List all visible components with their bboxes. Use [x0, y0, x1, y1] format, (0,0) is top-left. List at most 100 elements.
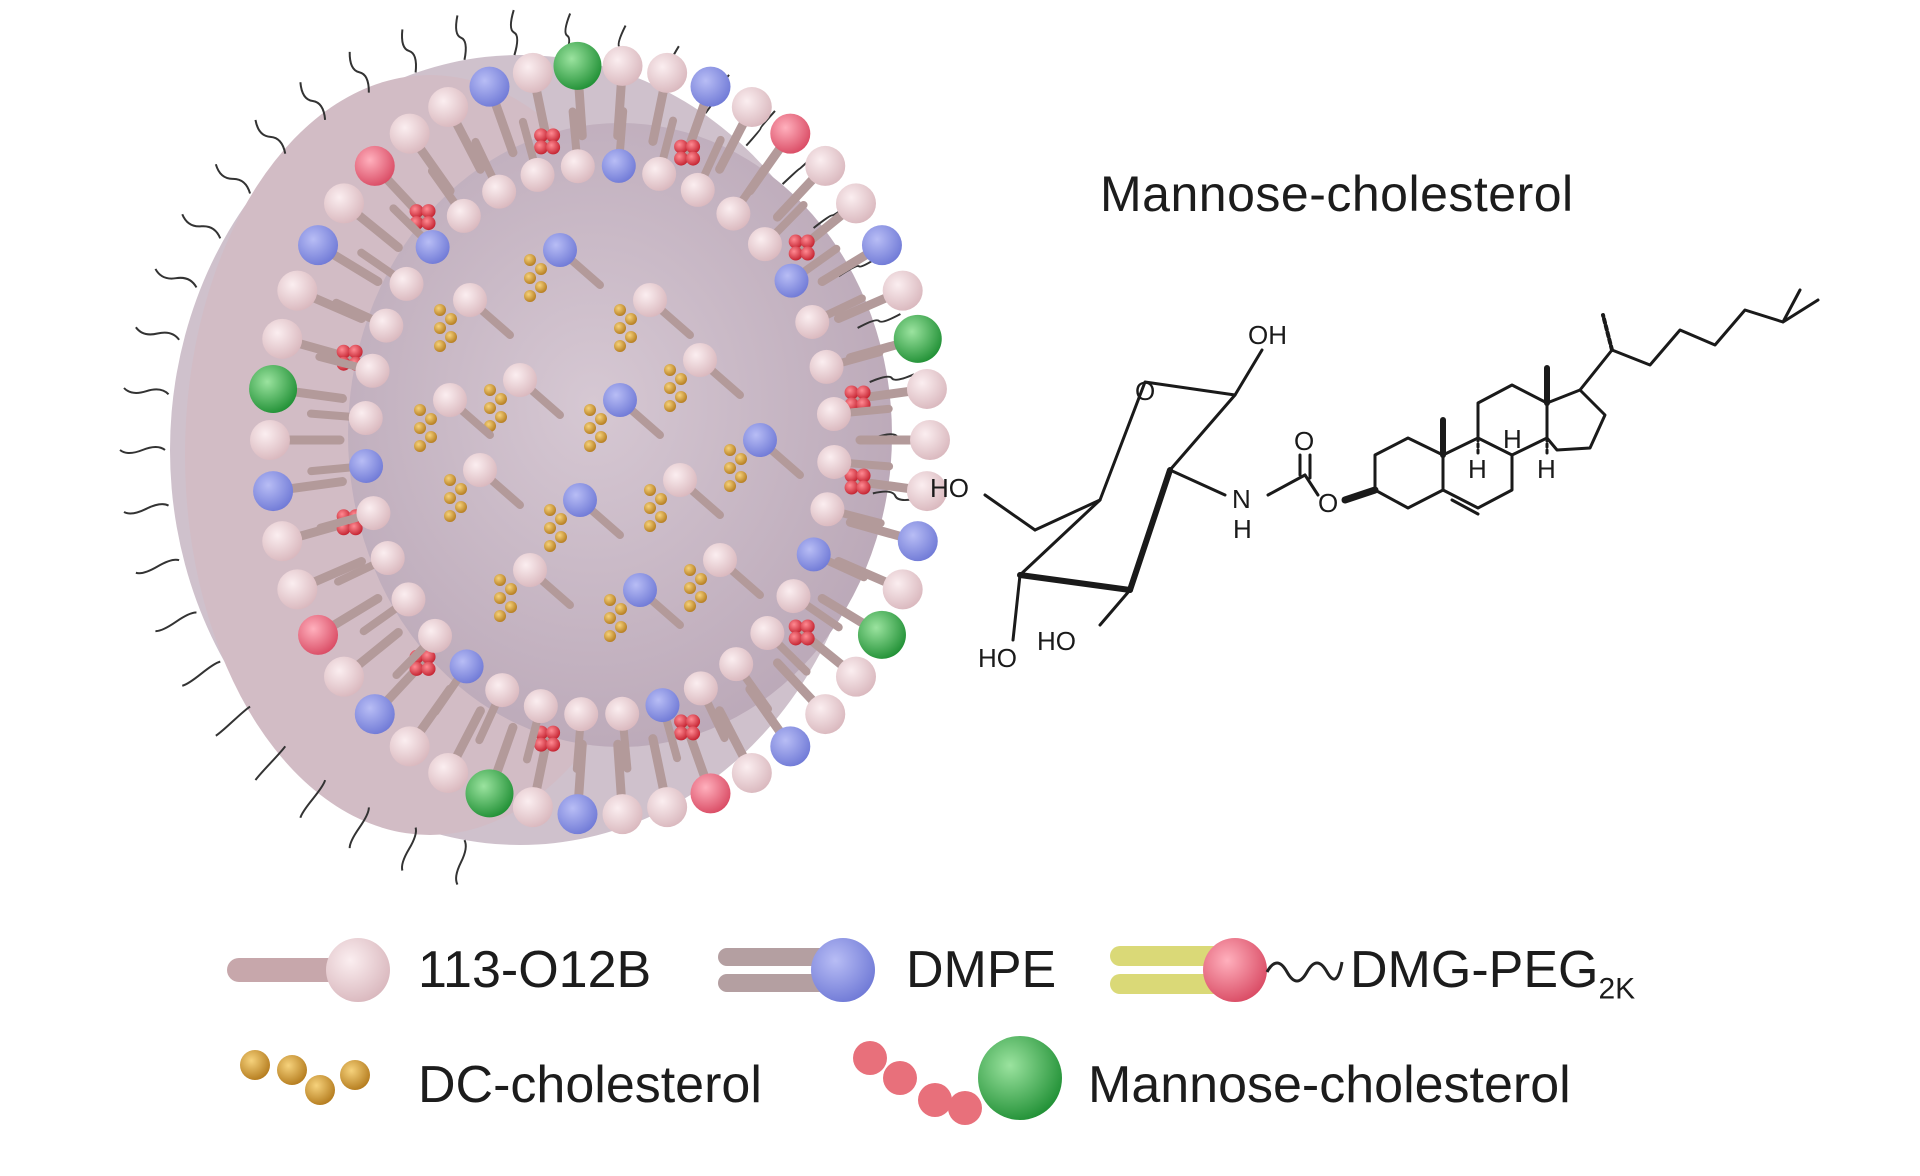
steroid-ring-d [1545, 388, 1607, 452]
lipid-head [469, 66, 510, 107]
dc-cholesterol-icon [240, 1050, 370, 1105]
lipid-head [642, 156, 677, 191]
lipid-head [805, 145, 846, 186]
mannose-bead [856, 385, 871, 400]
lipid-head [428, 87, 469, 128]
dc-cholesterol-bead [535, 281, 547, 293]
dc-cholesterol-bead [614, 322, 626, 334]
lipid-head [750, 616, 785, 651]
mannose-bead [409, 661, 424, 676]
lipid-head [897, 521, 938, 562]
dc-cholesterol-bead [444, 492, 456, 504]
lipid-head [805, 694, 846, 735]
dc-cholesterol-bead [615, 603, 627, 615]
lipid-head [770, 113, 811, 154]
label-oh-top: OH [1248, 320, 1287, 350]
lipid-head [731, 752, 772, 793]
mannose-bead [546, 737, 561, 752]
label-ho-bottom: HO [1037, 626, 1076, 656]
dc-cholesterol-bead [614, 304, 626, 316]
lipid-head [277, 569, 318, 610]
dc-cholesterol-bead [664, 400, 676, 412]
dc-cholesterol-bead [444, 510, 456, 522]
peg-strand [509, 9, 519, 56]
lipid-head [277, 270, 318, 311]
mannose-bead [421, 216, 436, 231]
dc-cholesterol-bead [555, 531, 567, 543]
bond-oh-top [1233, 348, 1264, 397]
lipid-head [553, 41, 602, 90]
lipid-head [349, 448, 384, 483]
lipid-head [647, 787, 688, 828]
bond-c-oester [1303, 473, 1320, 497]
lipid-head [906, 368, 947, 409]
dc-cholesterol-bead [675, 391, 687, 403]
lipid-head [355, 353, 390, 388]
peg-strand [155, 611, 197, 633]
inner-lipid-ring [306, 107, 894, 773]
lipid-head [774, 263, 809, 298]
peg-strand [181, 213, 222, 239]
mannose-bead [421, 204, 436, 219]
lipid-head [663, 463, 697, 497]
mannose-bead [674, 714, 689, 729]
lipid-head [354, 694, 395, 735]
dc-cholesterol-bead [584, 404, 596, 416]
lipid-head [770, 726, 811, 767]
label-o-ring: O [1135, 376, 1155, 406]
lipid-head [795, 304, 830, 339]
mannose-bead [844, 480, 859, 495]
lipid-113-o12b-icon [227, 938, 390, 1002]
mannose-bead [534, 140, 549, 155]
dc-cholesterol-bead [505, 601, 517, 613]
mannose-bead [336, 344, 351, 359]
dc-cholesterol-bead [425, 431, 437, 443]
dc-cholesterol-bead [684, 582, 696, 594]
mannose-bead [674, 726, 689, 741]
peg-strand [869, 373, 915, 384]
mannose-bead [546, 128, 561, 143]
dc-cholesterol-bead [484, 384, 496, 396]
mannose-bead [800, 246, 815, 261]
dmpe-icon [718, 938, 875, 1002]
ring-bond-bold [1127, 467, 1173, 593]
dc-cholesterol-bead [724, 480, 736, 492]
lipid-head [563, 483, 597, 517]
lipid-head [861, 225, 902, 266]
lipid-head [645, 688, 680, 723]
dc-cholesterol-bead [535, 263, 547, 275]
dc-cholesterol-bead [544, 540, 556, 552]
lipid-head [557, 794, 598, 835]
label-n: N [1232, 484, 1251, 514]
dc-cholesterol-bead [414, 422, 426, 434]
mannose-bead [409, 204, 424, 219]
lipid-head [560, 149, 595, 184]
lipid-head [809, 349, 844, 384]
lipid-head [249, 364, 298, 413]
dc-cholesterol-bead [524, 254, 536, 266]
lipid-head [690, 773, 731, 814]
dc-cholesterol-bead [724, 462, 736, 474]
mannose-bead [844, 468, 859, 483]
peg-strand [401, 827, 417, 871]
mannose-bead [788, 619, 803, 634]
bond-c-n [1168, 468, 1227, 497]
lipid-head [882, 569, 923, 610]
label-ho-bottom-left: HO [978, 643, 1017, 673]
lipid-head [512, 52, 553, 93]
dc-cholesterol-bead [495, 411, 507, 423]
lipid-head [298, 225, 339, 266]
dc-cholesterol-bead [735, 471, 747, 483]
dc-cholesterol-bead [455, 483, 467, 495]
dc-cholesterol-bead [655, 493, 667, 505]
dc-cholesterol-bead [664, 382, 676, 394]
dc-cholesterol-bead [505, 583, 517, 595]
peg-strand [455, 15, 467, 61]
dc-cholesterol-bead [584, 422, 596, 434]
legend-label-dmg-peg: DMG-PEG2K [1350, 940, 1635, 1006]
dc-cholesterol-bead [684, 564, 696, 576]
peg-strand [455, 839, 467, 886]
peg-strand [123, 503, 170, 515]
